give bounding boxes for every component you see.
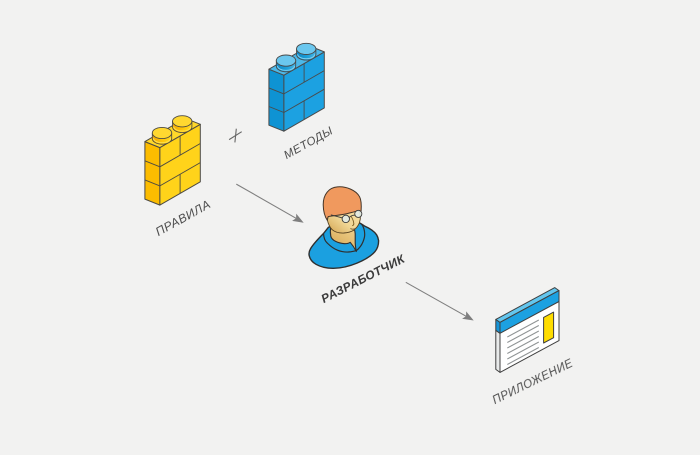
svg-text:МЕТОДЫ: МЕТОДЫ [282,124,336,162]
